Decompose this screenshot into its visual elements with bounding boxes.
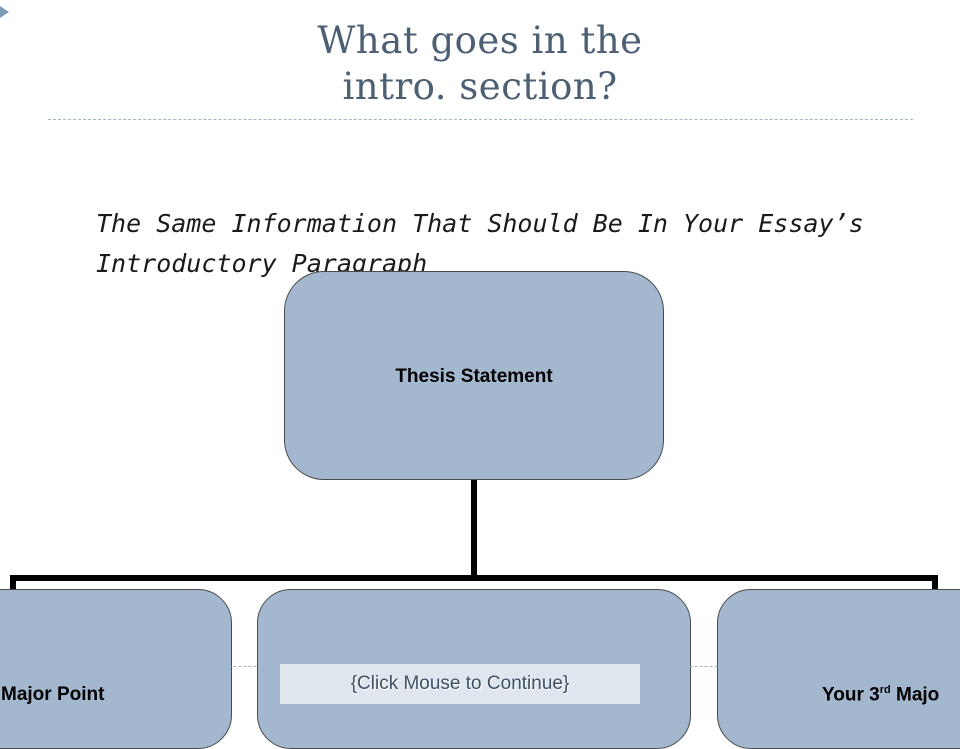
major-point-label-3-prefix: Your 3 <box>822 684 880 706</box>
root-connector <box>471 478 477 577</box>
major-point-label-3-suffix: Majo <box>890 684 940 706</box>
major-point-label-1: Major Point <box>1 684 105 705</box>
thesis-statement-label: Thesis Statement <box>395 366 553 387</box>
major-point-node-1: Major Point <box>0 589 232 749</box>
thesis-statement-node: Thesis Statement <box>284 271 664 480</box>
title-divider <box>48 119 913 120</box>
title-line-1: What goes in the <box>317 19 643 62</box>
title-line-2: intro. section? <box>342 65 618 108</box>
right-drop-connector <box>932 575 938 591</box>
continue-button[interactable]: {Click Mouse to Continue} <box>280 664 640 704</box>
left-drop-connector <box>10 575 16 591</box>
subtitle-line-1: The Same Information That Should Be In Y… <box>96 209 864 238</box>
major-point-label-3-sup: rd <box>879 684 891 696</box>
horizontal-connector <box>10 575 938 581</box>
slide-title: What goes in the intro. section? <box>230 18 730 110</box>
major-point-label-3: Your 3rd Majo <box>822 684 939 706</box>
major-point-node-3: Your 3rd Majo <box>717 589 960 749</box>
